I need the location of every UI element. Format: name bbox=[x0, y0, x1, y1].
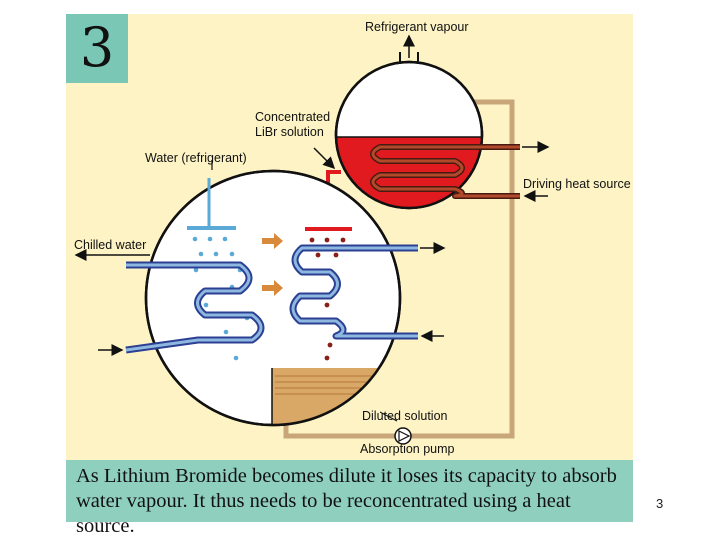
absorber-evaporator-vessel bbox=[144, 169, 402, 427]
label-chilled-water: Chilled water bbox=[74, 238, 146, 252]
label-concentrated-line2: LiBr solution bbox=[255, 125, 324, 139]
caption-text: As Lithium Bromide becomes dilute it los… bbox=[76, 465, 617, 537]
caption-band bbox=[66, 460, 633, 522]
page-number: 3 bbox=[656, 496, 664, 511]
diluted-solution-pool bbox=[272, 368, 400, 425]
step-badge: 3 bbox=[66, 14, 128, 83]
diluted-solution-leader bbox=[379, 411, 398, 422]
absorption-pump bbox=[394, 427, 412, 445]
generator-vessel bbox=[334, 34, 550, 210]
chilled-water-coil bbox=[74, 249, 265, 356]
step-number: 3 bbox=[79, 16, 115, 79]
label-diluted-solution: Diluted solution bbox=[362, 409, 448, 423]
water-spray-header bbox=[187, 160, 250, 361]
return-pipe bbox=[283, 99, 515, 439]
label-refrigerant-vapour: Refrigerant vapour bbox=[365, 20, 469, 34]
label-concentrated-line1: Concentrated bbox=[255, 110, 330, 124]
label-water-refrigerant: Water (refrigerant) bbox=[145, 151, 247, 165]
vapour-flow-arrows bbox=[262, 233, 283, 296]
label-driving-heat-source: Driving heat source bbox=[523, 177, 631, 191]
absorber-section bbox=[289, 227, 446, 361]
label-absorption-pump: Absorption pump bbox=[360, 442, 455, 456]
